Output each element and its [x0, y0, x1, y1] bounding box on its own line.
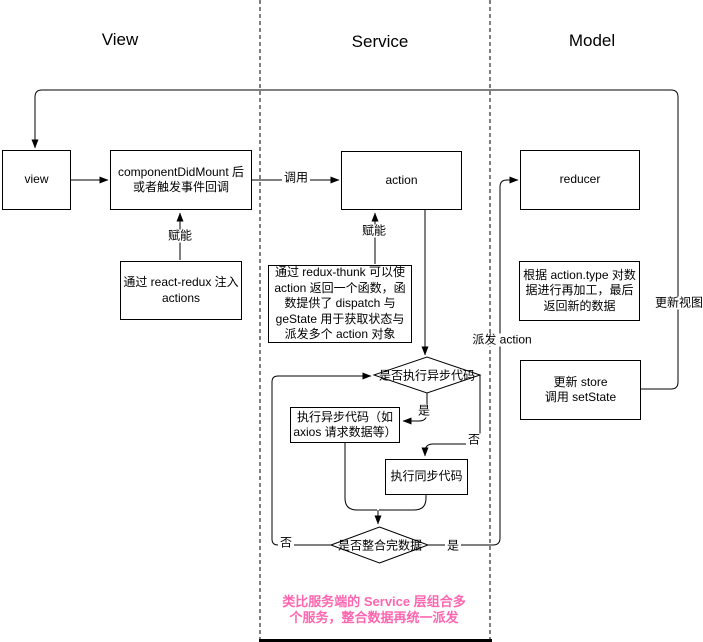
edge-no-loop	[271, 372, 372, 546]
node-exec-async: 执行异步代码（如 axios 请求数据等）	[290, 407, 400, 443]
node-action: action	[341, 151, 462, 210]
node-exec-sync: 执行同步代码	[385, 459, 468, 495]
service-annotation: 类比服务端的 Service 层组合多 个服务，整合数据再统一派发	[282, 594, 466, 626]
node-text-line: 更新 store	[553, 374, 608, 389]
node-update-store: 更新 store 调用 setState	[520, 360, 641, 420]
edge-update-view	[31, 89, 679, 390]
edge-label-update-view: 更新视图	[652, 296, 703, 310]
decision-async-label: 是否执行异步代码	[378, 368, 476, 383]
node-text-line: 返回新的数据	[543, 298, 616, 313]
diamond-merge-decision	[329, 526, 430, 564]
node-text-line: action 返回一个函数，函	[274, 280, 406, 295]
column-header-view: View	[101, 30, 139, 49]
node-reducer: reducer	[520, 150, 640, 210]
node-react-redux: 通过 react-redux 注入 actions	[120, 261, 242, 320]
edge-label-yes-async: 是	[415, 403, 433, 418]
node-component-did-mount: componentDidMount 后 或者触发事件回调	[110, 150, 252, 210]
column-header-model: Model	[568, 31, 616, 50]
decision-merge-label: 是否整合完数据	[337, 538, 423, 553]
node-text-line: 或者触发事件回调	[132, 180, 229, 194]
column-header-service: Service	[351, 32, 409, 51]
node-text-line: 据进行再加工，最后	[525, 283, 634, 298]
edge-label-empower-view: 赋能	[165, 228, 195, 243]
node-text-line: 通过 react-redux 注入	[123, 275, 239, 289]
node-text-line: geState 用于获取状态与	[275, 311, 405, 326]
edge-label-no-async: 否	[465, 432, 483, 447]
node-view: view	[2, 150, 71, 210]
node-text-line: 调用 setState	[544, 390, 617, 404]
node-redux-thunk: 通过 redux-thunk 可以使 action 返回一个函数，函 数提供了 …	[268, 265, 412, 343]
edge-label-yes-merge: 是	[444, 538, 462, 553]
edge-dispatch-action	[428, 176, 519, 546]
node-text-line: actions	[161, 290, 201, 305]
annotation-line: 类比服务端的 Service 层组合多	[282, 594, 466, 609]
node-text-line: 通过 redux-thunk 可以使	[274, 265, 406, 280]
bottom-edge-bar	[259, 639, 492, 642]
node-text-line: 执行异步代码（如	[296, 409, 393, 424]
annotation-line: 个服务，整合数据再统一派发	[289, 610, 459, 625]
node-process-data: 根据 action.type 对数 据进行再加工，最后 返回新的数据	[519, 261, 640, 321]
edge-label-empower-service: 赋能	[359, 223, 389, 238]
node-text-line: axios 请求数据等）	[293, 425, 397, 439]
diamond-async-decision	[372, 356, 482, 394]
edge-async-to-merge	[344, 443, 377, 511]
edge-sync-to-merge	[379, 495, 427, 511]
node-text-line: 根据 action.type 对数	[523, 267, 636, 282]
node-text-line: componentDidMount 后	[117, 164, 245, 179]
edge-label-no-merge: 否	[277, 535, 295, 550]
edge-label-call: 调用	[281, 170, 311, 185]
edge-label-dispatch-action: 派发 action	[470, 332, 534, 347]
node-text-line: 派发多个 action 对象	[284, 327, 396, 342]
node-text-line: 数提供了 dispatch 与	[284, 296, 396, 311]
